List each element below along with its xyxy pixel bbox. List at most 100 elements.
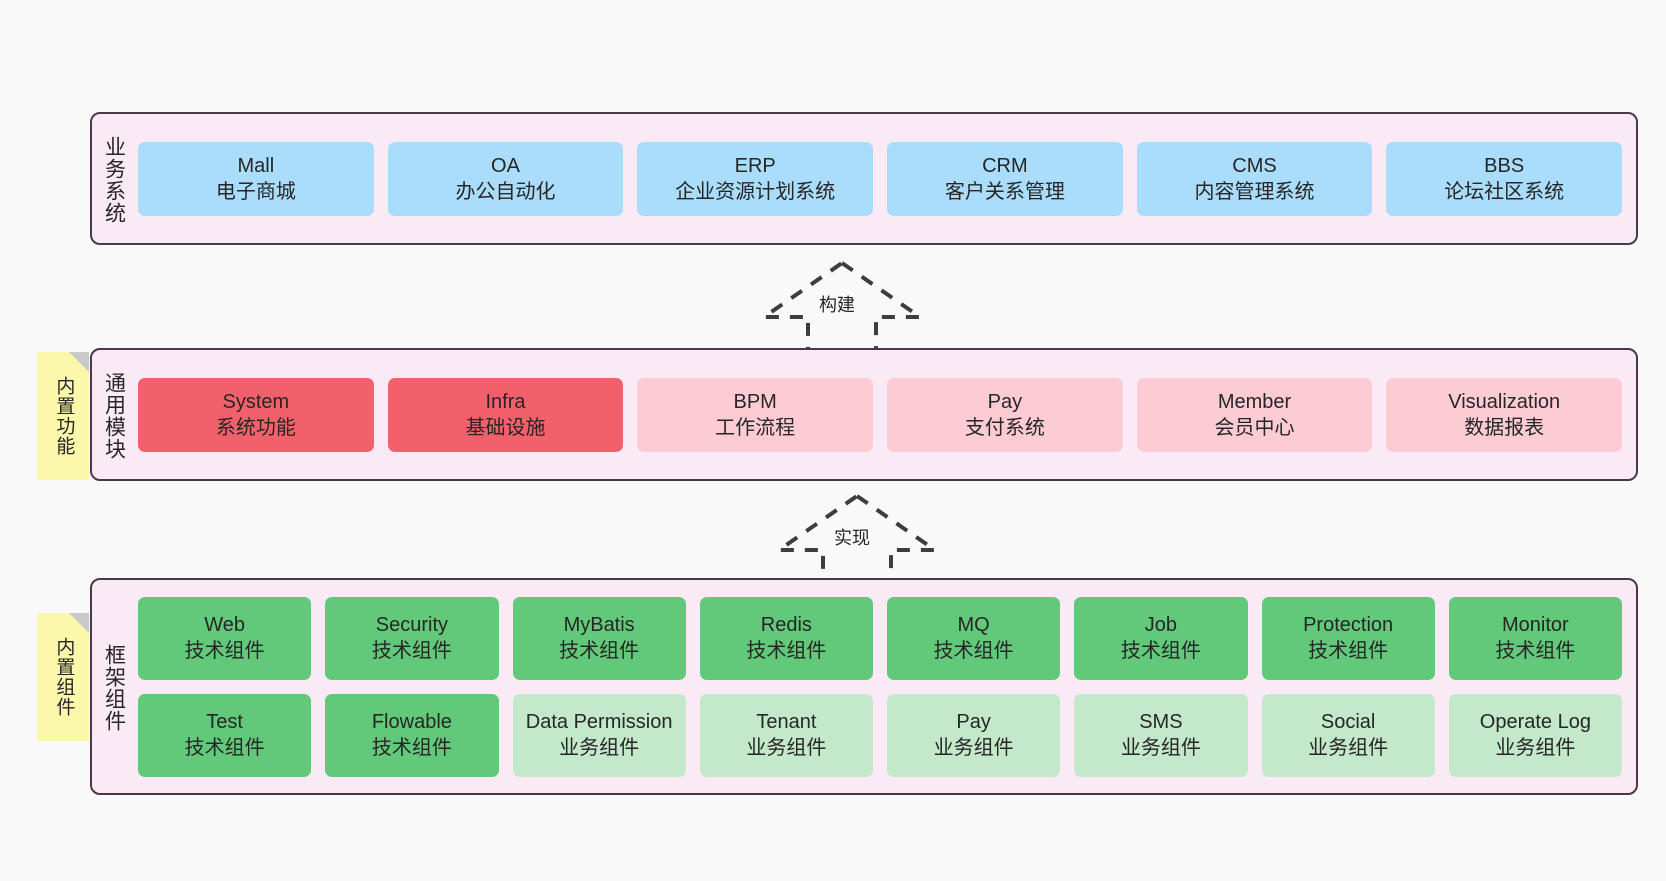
card-title: Web — [204, 614, 245, 636]
layer-business-system: 业务系统 Mall 电子商城 OA 办公自动化 ERP 企业资源计划系统 CRM — [90, 112, 1638, 245]
card-flowable[interactable]: Flowable 技术组件 — [325, 693, 499, 777]
card-subtitle: 业务组件 — [933, 737, 1014, 759]
connector-implement: 实现 — [767, 488, 947, 588]
card-title: SMS — [1139, 711, 1183, 733]
dashed-up-arrow-icon — [757, 260, 927, 355]
connector-build: 构建 — [752, 255, 932, 355]
card-security[interactable]: Security 技术组件 — [325, 596, 499, 680]
card-test[interactable]: Test 技术组件 — [138, 693, 312, 777]
card-subtitle: 工作流程 — [715, 416, 796, 439]
card-row: Web 技术组件 Security 技术组件 MyBatis 技术组件 Redi… — [138, 596, 1622, 680]
card-subtitle: 技术组件 — [184, 640, 265, 662]
dashed-up-arrow-icon — [772, 493, 942, 588]
card-subtitle: 技术组件 — [746, 640, 827, 662]
card-operate-log[interactable]: Operate Log 业务组件 — [1448, 693, 1622, 777]
card-title: ERP — [734, 154, 776, 177]
card-subtitle: 技术组件 — [371, 640, 452, 662]
card-subtitle: 技术组件 — [1308, 640, 1389, 662]
card-subtitle: 技术组件 — [559, 640, 640, 662]
card-subtitle: 业务组件 — [1308, 737, 1389, 759]
card-row: Mall 电子商城 OA 办公自动化 ERP 企业资源计划系统 CRM 客户关系… — [138, 141, 1623, 216]
card-visualization[interactable]: Visualization 数据报表 — [1386, 377, 1623, 452]
card-job[interactable]: Job 技术组件 — [1074, 596, 1248, 680]
layer-framework-component: 框架组件 Web 技术组件 Security 技术组件 MyBatis 技术组件… — [90, 578, 1638, 795]
card-title: Data Permission — [525, 711, 673, 733]
card-subtitle: 技术组件 — [1120, 640, 1201, 662]
card-subtitle: 业务组件 — [1120, 737, 1201, 759]
card-subtitle: 内容管理系统 — [1194, 180, 1315, 203]
layer-common-module: 通用模块 System 系统功能 Infra 基础设施 BPM 工作流程 Pay — [90, 348, 1638, 481]
card-subtitle: 业务组件 — [746, 737, 827, 759]
card-mall[interactable]: Mall 电子商城 — [138, 141, 374, 216]
note-label: 内置功能 — [53, 376, 75, 456]
card-title: Flowable — [371, 711, 452, 733]
layer-title-business-system: 业务系统 — [102, 135, 126, 224]
card-subtitle: 电子商城 — [215, 180, 296, 203]
card-subtitle: 会员中心 — [1214, 416, 1295, 439]
card-tenant[interactable]: Tenant 业务组件 — [699, 693, 873, 777]
card-erp[interactable]: ERP 企业资源计划系统 — [637, 141, 874, 216]
card-title: BPM — [733, 390, 777, 413]
card-subtitle: 业务组件 — [1495, 737, 1576, 759]
card-mq[interactable]: MQ 技术组件 — [887, 596, 1061, 680]
card-grid-business-system: Mall 电子商城 OA 办公自动化 ERP 企业资源计划系统 CRM 客户关系… — [134, 114, 1636, 243]
card-subtitle: 办公自动化 — [455, 180, 556, 203]
card-title: MQ — [957, 614, 990, 636]
connector-label-build: 构建 — [818, 291, 856, 317]
card-row: Test 技术组件 Flowable 技术组件 Data Permission … — [138, 693, 1622, 777]
card-social[interactable]: Social 业务组件 — [1261, 693, 1435, 777]
card-subtitle: 技术组件 — [184, 737, 265, 759]
card-oa[interactable]: OA 办公自动化 — [387, 141, 624, 216]
card-mybatis[interactable]: MyBatis 技术组件 — [512, 596, 686, 680]
card-sms[interactable]: SMS 业务组件 — [1074, 693, 1248, 777]
card-pay[interactable]: Pay 支付系统 — [887, 377, 1123, 452]
card-protection[interactable]: Protection 技术组件 — [1261, 596, 1435, 680]
card-title: MyBatis — [563, 614, 635, 636]
card-subtitle: 技术组件 — [1495, 640, 1576, 662]
card-bbs[interactable]: BBS 论坛社区系统 — [1386, 141, 1623, 216]
card-system[interactable]: System 系统功能 — [138, 377, 374, 452]
card-title: Visualization — [1448, 390, 1561, 413]
card-data-permission[interactable]: Data Permission 业务组件 — [512, 693, 686, 777]
card-title: Protection — [1303, 614, 1394, 636]
note-label: 内置组件 — [53, 637, 75, 717]
card-row: System 系统功能 Infra 基础设施 BPM 工作流程 Pay 支付系统… — [138, 377, 1623, 452]
card-subtitle: 基础设施 — [465, 416, 546, 439]
card-subtitle: 支付系统 — [964, 416, 1045, 439]
card-title: System — [222, 390, 290, 413]
card-subtitle: 业务组件 — [559, 737, 640, 759]
card-infra[interactable]: Infra 基础设施 — [387, 377, 624, 452]
card-crm[interactable]: CRM 客户关系管理 — [887, 141, 1123, 216]
card-subtitle: 技术组件 — [371, 737, 452, 759]
card-title: Member — [1217, 390, 1292, 413]
card-subtitle: 企业资源计划系统 — [675, 180, 836, 203]
card-cms[interactable]: CMS 内容管理系统 — [1136, 141, 1373, 216]
card-title: Mall — [237, 154, 275, 177]
card-subtitle: 数据报表 — [1464, 416, 1545, 439]
card-title: OA — [491, 154, 520, 177]
card-subtitle: 客户关系管理 — [944, 180, 1065, 203]
card-title: CMS — [1232, 154, 1277, 177]
card-title: Security — [375, 614, 448, 636]
card-title: Tenant — [756, 711, 817, 733]
card-monitor[interactable]: Monitor 技术组件 — [1448, 596, 1622, 680]
card-grid-framework-component: Web 技术组件 Security 技术组件 MyBatis 技术组件 Redi… — [134, 580, 1636, 793]
card-title: Job — [1144, 614, 1177, 636]
card-bpm[interactable]: BPM 工作流程 — [637, 377, 874, 452]
card-redis[interactable]: Redis 技术组件 — [699, 596, 873, 680]
card-title: Operate Log — [1479, 711, 1591, 733]
connector-label-implement: 实现 — [833, 524, 871, 550]
card-title: Redis — [760, 614, 812, 636]
layer-title-framework-component: 框架组件 — [102, 643, 126, 732]
card-grid-common-module: System 系统功能 Infra 基础设施 BPM 工作流程 Pay 支付系统… — [134, 350, 1636, 479]
card-pay-component[interactable]: Pay 业务组件 — [887, 693, 1061, 777]
layer-title-common-module: 通用模块 — [102, 371, 126, 460]
card-subtitle: 技术组件 — [933, 640, 1014, 662]
card-title: Monitor — [1502, 614, 1569, 636]
card-member[interactable]: Member 会员中心 — [1136, 377, 1373, 452]
card-web[interactable]: Web 技术组件 — [138, 596, 312, 680]
card-title: Pay — [956, 711, 991, 733]
card-title: BBS — [1484, 154, 1525, 177]
card-subtitle: 论坛社区系统 — [1444, 180, 1565, 203]
